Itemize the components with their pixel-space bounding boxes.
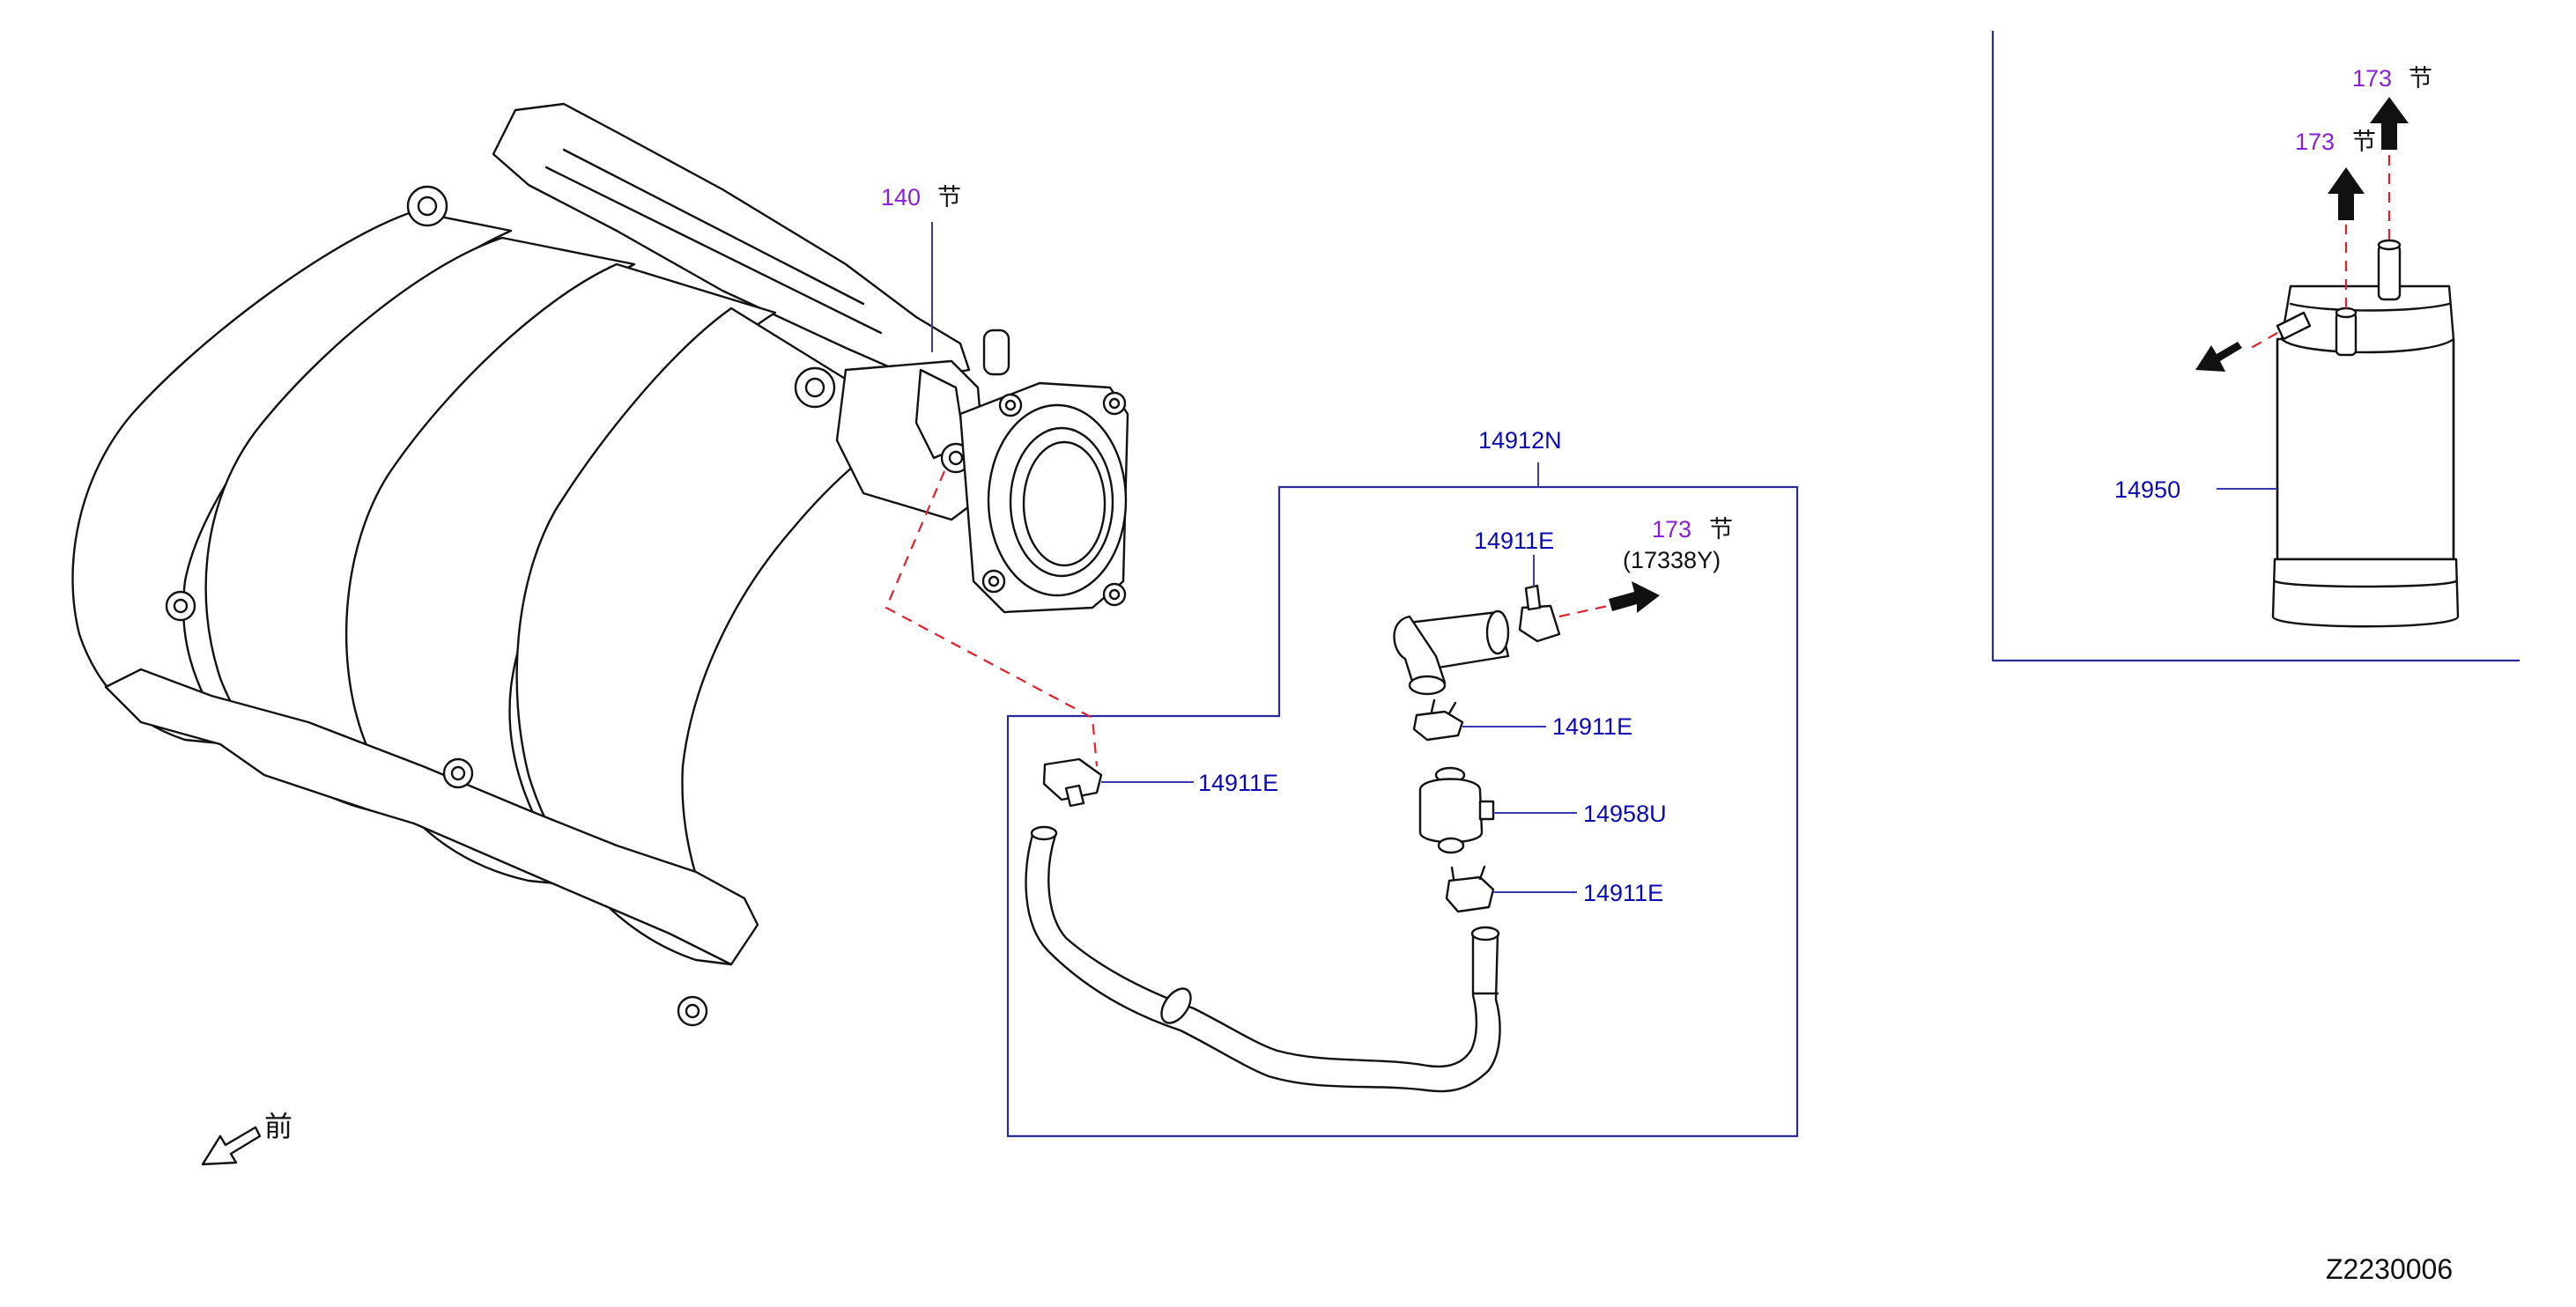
up-arrow-left-icon	[2328, 167, 2365, 220]
flow-arrow-icon	[1609, 581, 1660, 613]
clamp-bottom	[1445, 865, 1495, 913]
front-direction-arrow-icon	[201, 1126, 262, 1166]
ref-173-a-char: 节	[1709, 516, 1733, 543]
canister-frame	[1991, 31, 2520, 662]
part-14912n[interactable]: 14912N	[1478, 427, 1562, 454]
ref-140-char: 节	[937, 184, 961, 210]
ref-173-a-number[interactable]: 173	[1652, 516, 1691, 543]
ref-140-number[interactable]: 140	[881, 184, 921, 210]
throttle-body	[959, 329, 1129, 614]
connection-dashed-line	[885, 470, 1099, 767]
ref-173-c-number[interactable]: 173	[2295, 129, 2335, 155]
clamp-left	[1042, 757, 1103, 808]
part-14911e-top[interactable]: 14911E	[1474, 528, 1554, 554]
part-14911e-left[interactable]: 14911E	[1198, 770, 1278, 796]
front-label: 前	[264, 1111, 292, 1142]
ref-173-b-number[interactable]: 173	[2352, 65, 2392, 92]
ref-173-b-char: 节	[2409, 65, 2432, 92]
hose-kit-frame	[1006, 485, 1799, 1138]
part-14950[interactable]: 14950	[2114, 476, 2180, 503]
elbow-connector	[1393, 609, 1510, 696]
clamp-mid	[1412, 698, 1464, 742]
clamp-top	[1518, 584, 1561, 643]
part-14958u[interactable]: 14958U	[1583, 801, 1667, 827]
drawing-code: Z2230006	[2326, 1253, 2453, 1285]
part-14911e-mid[interactable]: 14911E	[1552, 713, 1632, 740]
check-valve	[1418, 766, 1495, 854]
evap-canister	[2271, 239, 2460, 628]
ref-173-c-char: 节	[2352, 129, 2376, 155]
connection-dashed-side	[2246, 332, 2278, 351]
up-arrow-right-icon	[2370, 97, 2409, 150]
side-arrow-icon	[2195, 342, 2242, 372]
part-14911e-bottom[interactable]: 14911E	[1583, 880, 1663, 906]
vacuum-hose	[1025, 825, 1501, 1093]
connection-dashed-17338y	[1558, 604, 1609, 618]
ref-17338y[interactable]: (17338Y)	[1623, 547, 1721, 573]
intake-manifold	[71, 102, 988, 1027]
